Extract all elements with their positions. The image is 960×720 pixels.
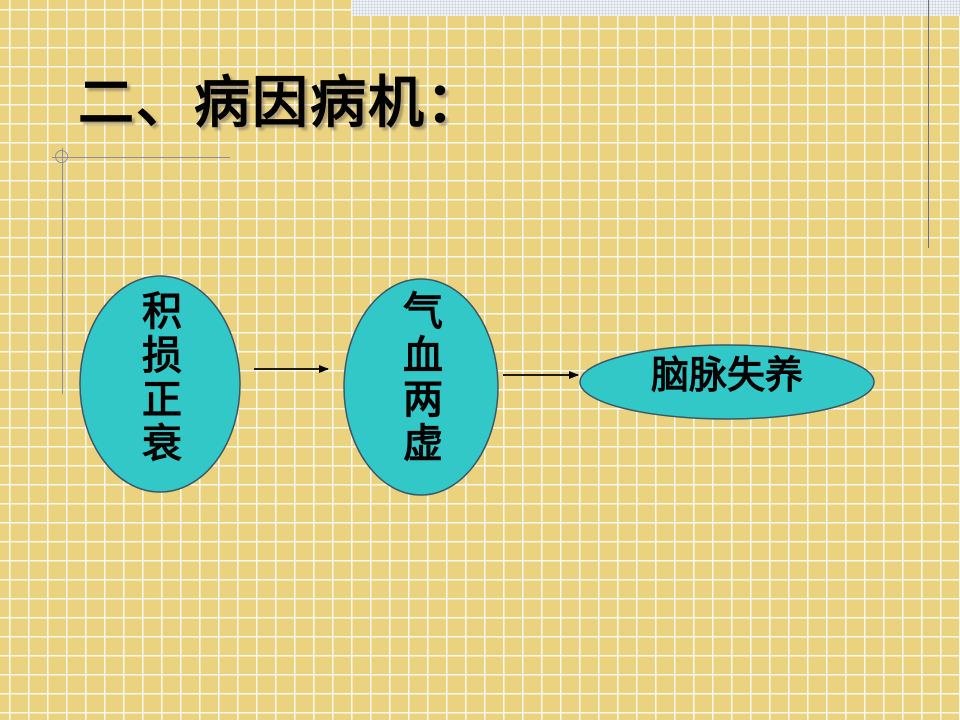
node-label-2: 气血两虚: [396, 290, 442, 466]
node-ellipse-3: [579, 344, 875, 420]
node-label-1: 积损正衰: [135, 290, 181, 466]
right-decorative-line: [928, 0, 929, 248]
title-underline-decoration: [52, 157, 230, 158]
left-vertical-decoration: [62, 148, 63, 394]
top-decorative-strip: [352, 0, 960, 16]
node-ellipse-2: [343, 278, 499, 496]
page-title: 二、病因病机：: [78, 71, 484, 136]
node-label-3: 脑脉失养: [650, 353, 803, 397]
node-ellipse-1: [79, 275, 241, 493]
decorative-circle: [55, 150, 68, 163]
